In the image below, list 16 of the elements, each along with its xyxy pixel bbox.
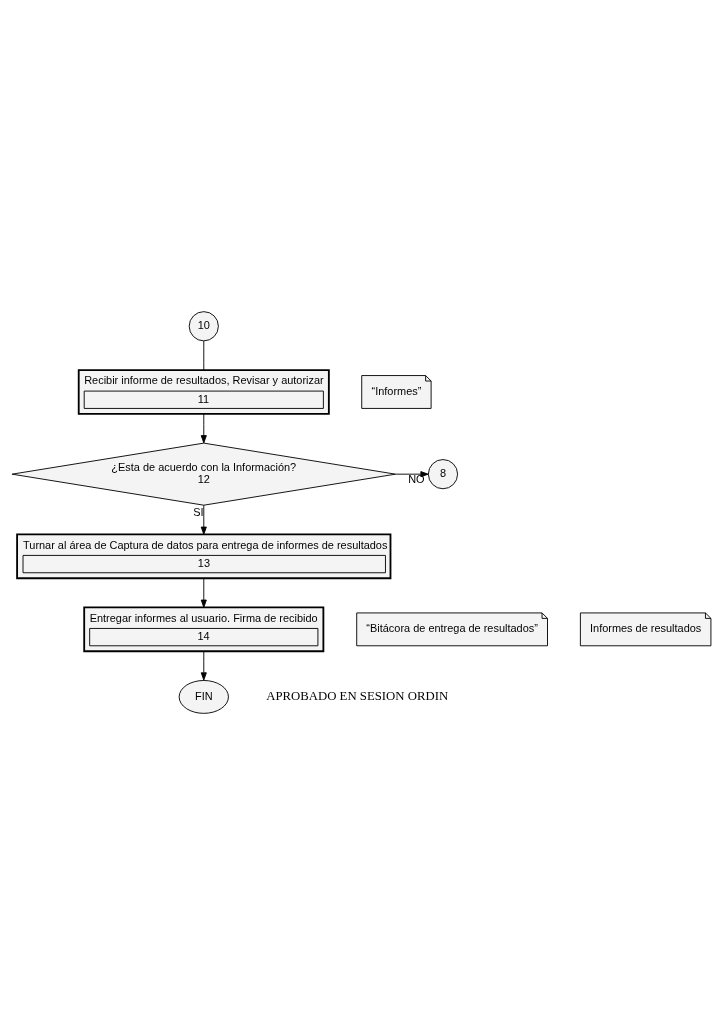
node-box: Entregar informes al usuario. Firma de recibido 14 [83,606,325,652]
connector [203,340,205,370]
arrow [200,650,207,681]
edge-label: NO [408,472,425,485]
node-box: Turnar al área de Captura de datos para entrega de informes de resultados 13 [16,533,392,579]
node-box: Recibir informe de resultados, Revisar y autorizar 11 [77,368,330,415]
label: APROBADO EN SESION ORDIN [266,688,449,703]
node-ellipse: FIN [178,679,229,714]
edge-label: SI [193,505,204,518]
arrow [200,577,207,608]
node-circle: 10 [188,310,219,341]
arrow [200,504,207,535]
arrow [395,470,429,477]
node-diamond: ¿Esta de acuerdo con la Información? 12 [11,442,396,506]
arrow [200,413,207,443]
node-circle: 8 [427,458,459,489]
